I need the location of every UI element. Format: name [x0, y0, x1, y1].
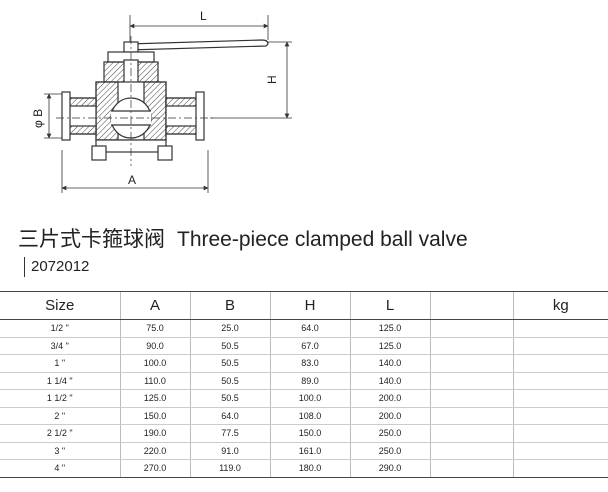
table-cell: 150.0	[119, 407, 190, 425]
table-cell: 110.0	[119, 372, 190, 390]
table-cell: 2 "	[0, 407, 120, 425]
table-cell: 25.0	[189, 319, 270, 338]
table-cell: 67.0	[269, 337, 350, 355]
product-code: 2072012	[31, 258, 90, 275]
column-header: H	[269, 291, 350, 320]
table-cell: 77.5	[189, 424, 270, 443]
dim-A-label: A	[128, 173, 136, 187]
table-cell: 190.0	[119, 424, 190, 443]
table-cell: 50.5	[189, 337, 270, 355]
valve-technical-drawing: L H A φ B	[31, 9, 292, 193]
table-cell	[429, 372, 513, 390]
table-cell: 125.0	[119, 389, 190, 408]
table-cell: 200.0	[349, 407, 430, 425]
table-cell	[512, 389, 608, 408]
table-cell	[429, 459, 513, 478]
table-cell: 1 "	[0, 354, 120, 373]
table-cell: 89.0	[269, 372, 350, 390]
column-header: A	[119, 291, 190, 320]
table-cell	[429, 442, 513, 460]
table-cell	[512, 319, 608, 338]
column-header: L	[349, 291, 430, 320]
table-cell: 125.0	[349, 319, 430, 338]
table-cell: 90.0	[119, 337, 190, 355]
code-divider	[24, 257, 25, 277]
column-header	[429, 291, 513, 320]
dim-B-label: φ B	[31, 109, 45, 128]
table-cell	[429, 424, 513, 443]
table-cell: 2 1/2 "	[0, 424, 120, 443]
table-cell: 119.0	[189, 459, 270, 478]
table-cell: 50.5	[189, 372, 270, 390]
table-cell: 250.0	[349, 424, 430, 443]
table-cell: 1 1/4 "	[0, 372, 120, 390]
product-title: 三片式卡箍球阀 Three-piece clamped ball valve	[18, 223, 598, 253]
table-cell: 50.5	[189, 389, 270, 408]
table-cell	[512, 407, 608, 425]
product-code-row: 2072012	[24, 255, 90, 279]
table-cell	[512, 459, 608, 478]
table-cell: 161.0	[269, 442, 350, 460]
table-cell: 150.0	[269, 424, 350, 443]
table-cell: 3 "	[0, 442, 120, 460]
table-cell	[429, 319, 513, 338]
table-cell: 50.5	[189, 354, 270, 373]
dim-H-label: H	[265, 75, 279, 84]
table-cell: 125.0	[349, 337, 430, 355]
table-cell: 4 "	[0, 459, 120, 478]
table-cell: 270.0	[119, 459, 190, 478]
table-cell: 3/4 "	[0, 337, 120, 355]
table-cell	[429, 354, 513, 373]
table-cell: 1/2 "	[0, 319, 120, 338]
table-cell: 1 1/2 "	[0, 389, 120, 408]
column-header: Size	[0, 291, 120, 320]
table-cell: 100.0	[269, 389, 350, 408]
table-cell: 220.0	[119, 442, 190, 460]
table-cell	[512, 424, 608, 443]
table-cell	[512, 372, 608, 390]
table-cell	[429, 407, 513, 425]
table-cell: 64.0	[189, 407, 270, 425]
table-cell: 140.0	[349, 354, 430, 373]
table-cell: 140.0	[349, 372, 430, 390]
table-cell	[429, 337, 513, 355]
table-cell: 91.0	[189, 442, 270, 460]
table-cell: 290.0	[349, 459, 430, 478]
table-cell	[429, 389, 513, 408]
table-cell: 250.0	[349, 442, 430, 460]
title-english: Three-piece clamped ball valve	[177, 228, 468, 251]
table-cell	[512, 442, 608, 460]
table-cell: 83.0	[269, 354, 350, 373]
dim-L-label: L	[200, 9, 207, 23]
column-header: B	[189, 291, 270, 320]
table-cell	[512, 337, 608, 355]
table-cell	[512, 354, 608, 373]
table-cell: 180.0	[269, 459, 350, 478]
table-cell: 108.0	[269, 407, 350, 425]
table-cell: 100.0	[119, 354, 190, 373]
table-cell: 200.0	[349, 389, 430, 408]
table-cell: 75.0	[119, 319, 190, 338]
table-cell: 64.0	[269, 319, 350, 338]
title-chinese: 三片式卡箍球阀	[18, 227, 165, 251]
column-header: kg	[512, 291, 608, 320]
